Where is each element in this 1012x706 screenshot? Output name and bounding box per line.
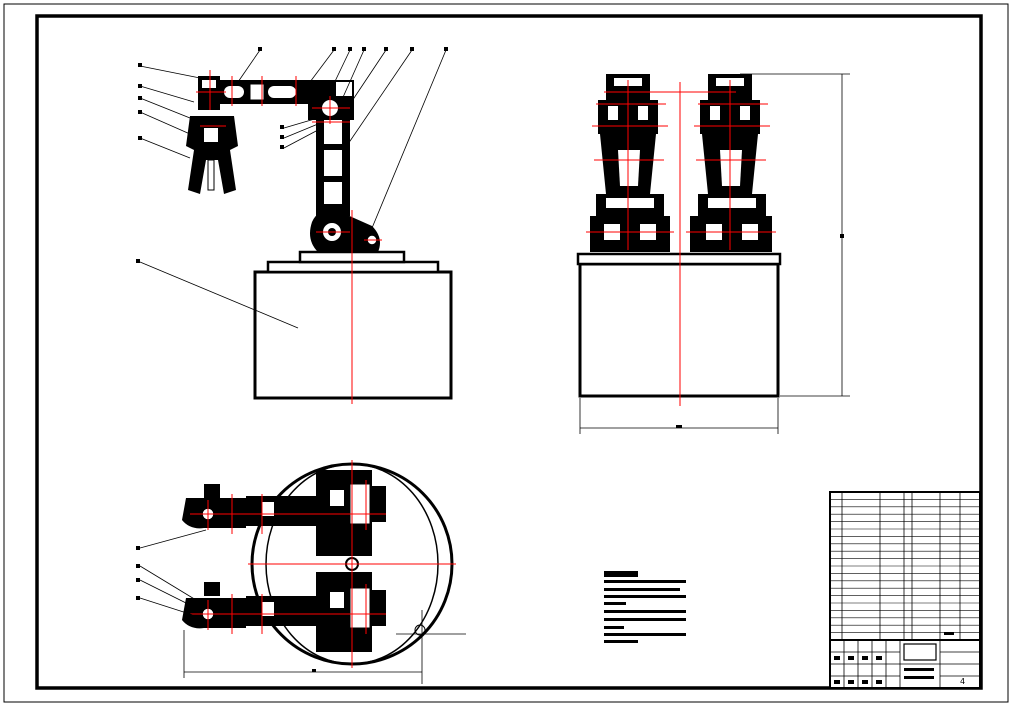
base-box [253,270,453,400]
right-arm-stack [690,74,772,252]
parts-list [829,491,981,689]
sheet-border [3,3,1009,703]
side-base-box [578,262,780,398]
side-view [576,73,850,434]
lower-arm-plan [182,572,386,652]
base-plate [266,260,440,274]
top-view [136,460,466,684]
shoulder-joint [310,209,380,252]
technical-notes [604,571,686,643]
title-block: 4 [829,632,981,689]
gripper [186,116,238,194]
sheet-number: 4 [960,677,965,686]
front-view [136,47,453,404]
left-arm-stack [590,74,670,252]
